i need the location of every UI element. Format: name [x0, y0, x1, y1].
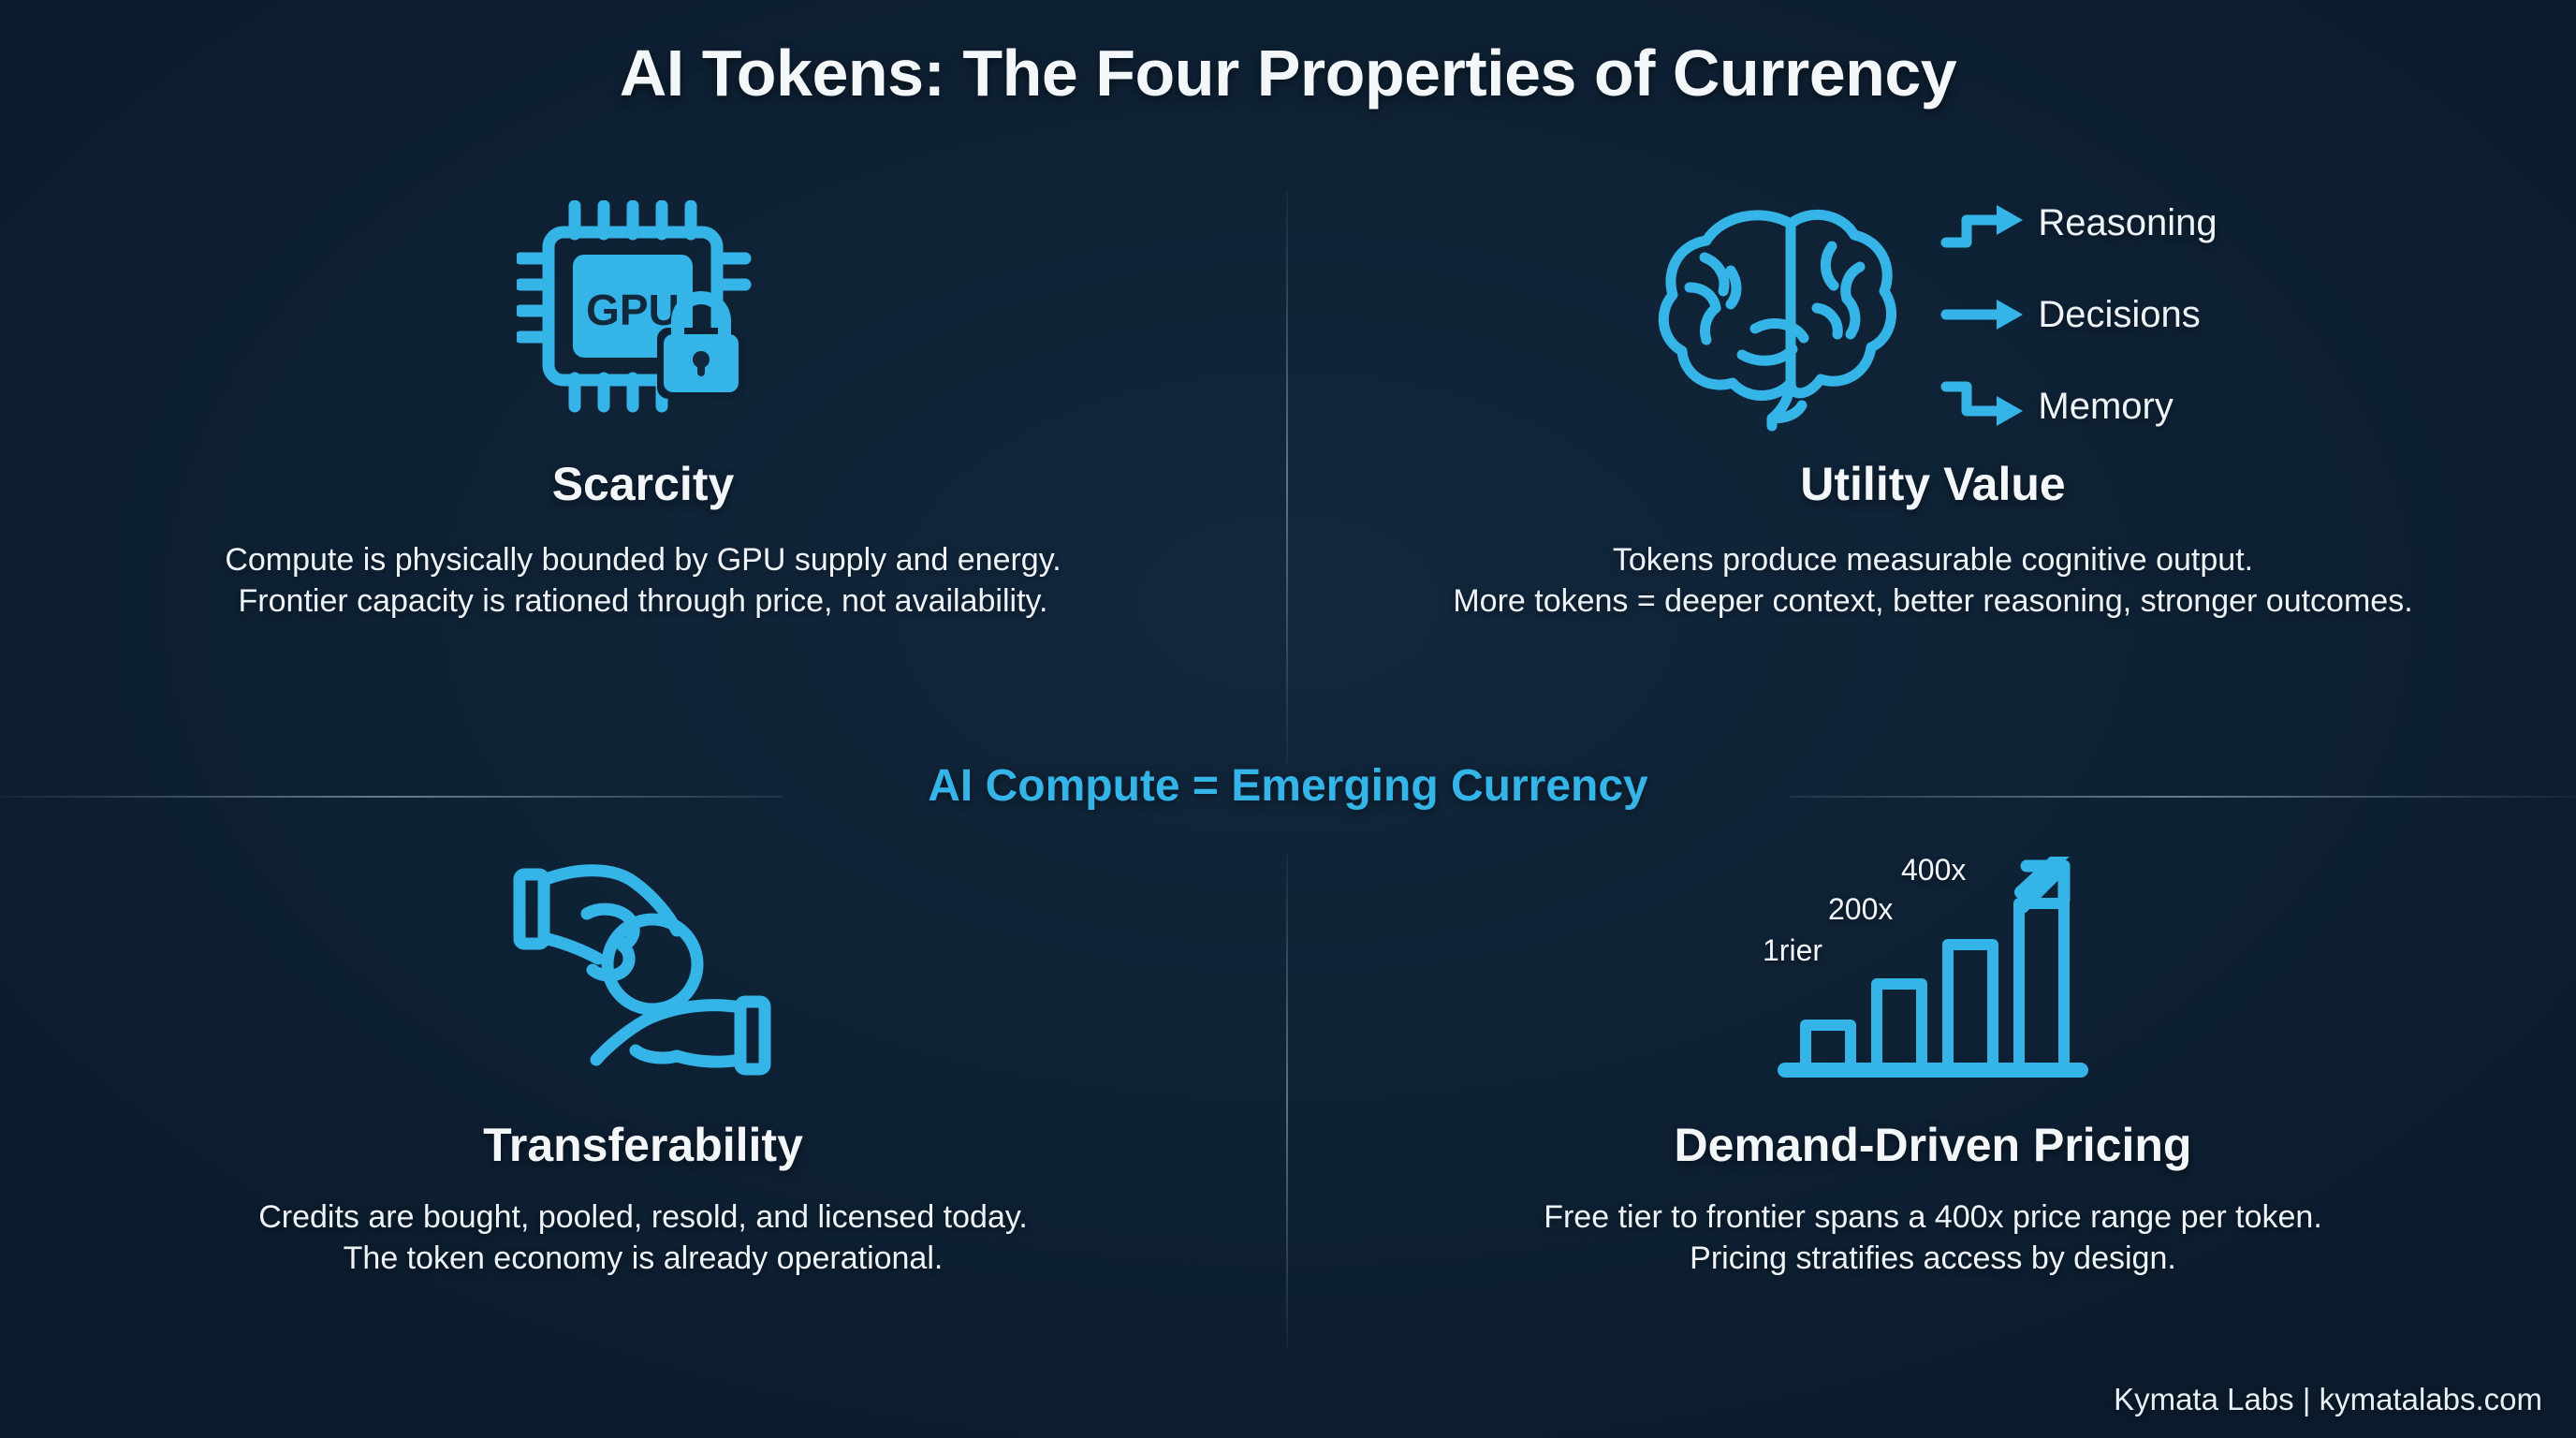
card-title-utility-value: Utility Value	[1800, 458, 2066, 510]
brain-output-label: Decisions	[2038, 293, 2201, 335]
card-title-demand-driven-pricing: Demand-Driven Pricing	[1674, 1119, 2192, 1171]
center-band-label: AI Compute = Emerging Currency	[928, 761, 1648, 811]
footer-attribution: Kymata Labs | kymatalabs.com	[2114, 1382, 2542, 1416]
card-body-line-2: Pricing stratifies access by design.	[1690, 1240, 2176, 1277]
bar-chart: 1rier 200x 400x	[1763, 853, 2092, 1081]
card-body-line-2: Frontier capacity is rationed through pr…	[238, 583, 1048, 620]
card-body-line-1: Tokens produce measurable cognitive outp…	[1612, 542, 2254, 578]
divider-vertical-top	[1286, 192, 1288, 765]
divider-vertical-bottom	[1286, 854, 1288, 1348]
gpu-chip-lock-icon: GPU	[0, 193, 1286, 436]
card-scarcity: GPU Scarcity Compute is physically bound…	[0, 140, 1286, 796]
brain-output-decisions: Decisions	[1939, 269, 2217, 360]
arrow-right-icon	[1940, 300, 2024, 330]
bar-label-400x: 400x	[1901, 853, 1967, 887]
card-body-utility-value: Tokens produce measurable cognitive outp…	[1290, 539, 2576, 622]
brain-output-list: Reasoning Decisions	[1939, 177, 2217, 452]
card-utility-value: Reasoning Decisions	[1290, 140, 2576, 796]
card-body-line-2: More tokens = deeper context, better rea…	[1453, 583, 2413, 620]
arrow-right-down-icon	[1940, 381, 2024, 426]
growth-bar-chart-icon: 1rier 200x 400x	[1290, 852, 2576, 1086]
card-transferability: Transferability Credits are bought, pool…	[0, 824, 1286, 1386]
card-body-demand-driven-pricing: Free tier to frontier spans a 400x price…	[1290, 1196, 2576, 1279]
svg-text:GPU: GPU	[586, 286, 680, 334]
card-title-transferability: Transferability	[483, 1119, 803, 1171]
divider-horizontal-left	[0, 796, 783, 798]
arrow-right-up-icon	[1940, 205, 2024, 248]
brain-icon	[1659, 209, 1897, 432]
card-body-line-1: Compute is physically bounded by GPU sup…	[225, 542, 1061, 578]
page-title: AI Tokens: The Four Properties of Curren…	[619, 37, 1957, 110]
bar-label-tier: 1rier	[1763, 933, 1823, 967]
brain-output-label: Reasoning	[2038, 201, 2217, 243]
bar-label-200x: 200x	[1828, 892, 1894, 926]
card-body-line-2: The token economy is already operational…	[343, 1240, 944, 1277]
brain-output-label: Memory	[2038, 385, 2174, 427]
divider-horizontal-right	[1790, 796, 2576, 798]
brain-outputs-icon: Reasoning Decisions	[1290, 193, 2576, 436]
card-body-scarcity: Compute is physically bounded by GPU sup…	[0, 539, 1286, 622]
hands-exchange-coin-icon	[0, 852, 1286, 1086]
brain-output-memory: Memory	[1939, 360, 2217, 452]
card-body-line-1: Credits are bought, pooled, resold, and …	[258, 1199, 1028, 1235]
card-body-transferability: Credits are bought, pooled, resold, and …	[0, 1196, 1286, 1279]
card-body-line-1: Free tier to frontier spans a 400x price…	[1544, 1199, 2322, 1235]
brain-row: Reasoning Decisions	[1648, 177, 2217, 452]
card-title-scarcity: Scarcity	[551, 458, 735, 510]
brain-output-reasoning: Reasoning	[1939, 177, 2217, 269]
card-demand-driven-pricing: 1rier 200x 400x Demand-Driven Pricing Fr…	[1290, 824, 2576, 1386]
